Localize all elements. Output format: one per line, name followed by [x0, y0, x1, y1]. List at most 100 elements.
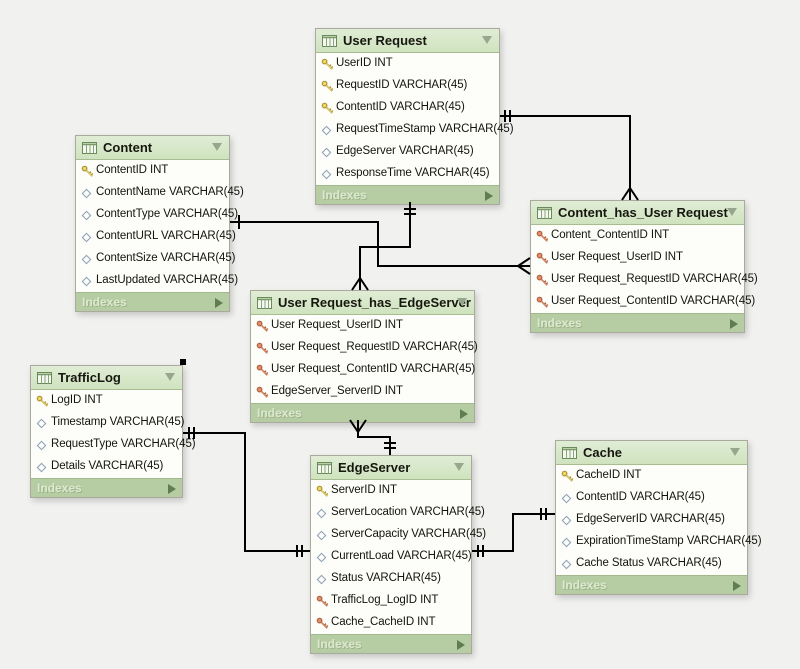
relationship-user-request-has-edgeserver-to-edgeserver[interactable] — [349, 419, 396, 455]
column-row[interactable]: User Request_ContentID VARCHAR(45) — [531, 291, 755, 313]
expand-arrow-icon[interactable] — [730, 318, 738, 329]
column-label: TrafficLog_LogID INT — [331, 594, 439, 607]
column-label: RequestTimeStamp VARCHAR(45) — [336, 123, 514, 136]
column-label: ContentName VARCHAR(45) — [96, 186, 244, 199]
column-row[interactable]: User Request_ContentID VARCHAR(45) — [251, 359, 475, 381]
column-row[interactable]: Timestamp VARCHAR(45) — [31, 412, 185, 434]
column-diamond-icon — [561, 537, 576, 548]
column-row[interactable]: ExpirationTimeStamp VARCHAR(45) — [556, 531, 762, 553]
column-label: ContentType VARCHAR(45) — [96, 208, 238, 221]
column-row[interactable]: ContentName VARCHAR(45) — [76, 182, 244, 204]
table-header[interactable]: EdgeServer — [311, 456, 471, 480]
table-title: EdgeServer — [338, 460, 411, 475]
collapse-triangle-icon[interactable] — [727, 208, 737, 216]
table-header[interactable]: TrafficLog — [31, 366, 182, 390]
collapse-triangle-icon[interactable] — [457, 298, 467, 306]
column-row[interactable]: ContentSize VARCHAR(45) — [76, 248, 235, 270]
column-label: User Request_RequestID VARCHAR(45) — [271, 341, 478, 354]
column-row[interactable]: Content_ContentID INT — [531, 225, 744, 247]
column-row[interactable]: TrafficLog_LogID INT — [311, 590, 471, 612]
column-row[interactable]: Cache Status VARCHAR(45) — [556, 553, 747, 575]
column-row[interactable]: EdgeServerID VARCHAR(45) — [556, 509, 747, 531]
table-header[interactable]: Content_has_User Request — [531, 201, 744, 225]
column-row[interactable]: RequestTimeStamp VARCHAR(45) — [316, 119, 514, 141]
collapse-triangle-icon[interactable] — [730, 448, 740, 456]
column-label: User Request_RequestID VARCHAR(45) — [551, 273, 758, 286]
primary-key-icon — [316, 485, 331, 498]
column-diamond-icon — [81, 210, 96, 221]
column-row[interactable]: UserID INT — [316, 53, 499, 75]
column-row[interactable]: ContentURL VARCHAR(45) — [76, 226, 236, 248]
expand-arrow-icon[interactable] — [457, 639, 465, 650]
column-row[interactable]: ContentID INT — [76, 160, 229, 182]
indexes-footer[interactable]: Indexes — [531, 313, 744, 332]
indexes-footer[interactable]: Indexes — [251, 403, 474, 422]
column-label: UserID INT — [336, 57, 393, 70]
table-header[interactable]: User Request_has_EdgeServer — [251, 291, 474, 315]
table-header[interactable]: User Request — [316, 29, 499, 53]
column-row[interactable]: User Request_RequestID VARCHAR(45) — [531, 269, 758, 291]
indexes-footer[interactable]: Indexes — [556, 575, 747, 594]
primary-key-icon — [321, 80, 336, 93]
indexes-footer[interactable]: Indexes — [31, 478, 182, 497]
collapse-triangle-icon[interactable] — [212, 143, 222, 151]
column-row[interactable]: Cache_CacheID INT — [311, 612, 471, 634]
expand-arrow-icon[interactable] — [485, 190, 493, 201]
expand-arrow-icon[interactable] — [460, 408, 468, 419]
column-row[interactable]: EdgeServer VARCHAR(45) — [316, 141, 499, 163]
column-row[interactable]: ServerCapacity VARCHAR(45) — [311, 524, 486, 546]
column-diamond-icon — [561, 515, 576, 526]
column-row[interactable]: Status VARCHAR(45) — [311, 568, 471, 590]
expand-arrow-icon[interactable] — [215, 297, 223, 308]
column-row[interactable]: Details VARCHAR(45) — [31, 456, 182, 478]
table-header[interactable]: Content — [76, 136, 229, 160]
expand-arrow-icon[interactable] — [733, 580, 741, 591]
column-label: CacheID INT — [576, 469, 642, 482]
relationship-user-request-to-content-has-user-request[interactable] — [500, 110, 639, 201]
column-row[interactable]: User Request_UserID INT — [531, 247, 744, 269]
table-grid-icon — [537, 206, 552, 219]
table-header[interactable]: Cache — [556, 441, 747, 465]
collapse-triangle-icon[interactable] — [482, 36, 492, 44]
column-row[interactable]: LastUpdated VARCHAR(45) — [76, 270, 238, 292]
column-row[interactable]: RequestID VARCHAR(45) — [316, 75, 499, 97]
column-label: Timestamp VARCHAR(45) — [51, 416, 185, 429]
column-label: EdgeServer VARCHAR(45) — [336, 145, 474, 158]
column-diamond-icon — [36, 418, 51, 429]
relationship-trafficlog-to-edgeserver[interactable] — [183, 427, 310, 557]
indexes-footer[interactable]: Indexes — [76, 292, 229, 311]
expand-arrow-icon[interactable] — [168, 483, 176, 494]
table-grid-icon — [82, 141, 97, 154]
relationship-user-request-to-user-request-has-edgeserver[interactable] — [351, 202, 416, 291]
column-row[interactable]: ContentID VARCHAR(45) — [556, 487, 747, 509]
collapse-triangle-icon[interactable] — [454, 463, 464, 471]
indexes-footer[interactable]: Indexes — [316, 185, 499, 204]
column-row[interactable]: LogID INT — [31, 390, 182, 412]
column-row[interactable]: ServerLocation VARCHAR(45) — [311, 502, 485, 524]
column-row[interactable]: User Request_RequestID VARCHAR(45) — [251, 337, 478, 359]
column-row[interactable]: User Request_UserID INT — [251, 315, 474, 337]
collapse-triangle-icon[interactable] — [165, 373, 175, 381]
column-row[interactable]: CacheID INT — [556, 465, 747, 487]
column-row[interactable]: ContentType VARCHAR(45) — [76, 204, 238, 226]
column-row[interactable]: CurrentLoad VARCHAR(45) — [311, 546, 472, 568]
foreign-key-icon — [536, 230, 551, 243]
column-row[interactable]: EdgeServer_ServerID INT — [251, 381, 474, 403]
table-title: User Request_has_EdgeServer — [278, 295, 471, 310]
relationship-content-to-content-has-user-request[interactable] — [230, 215, 531, 275]
column-row[interactable]: RequestType VARCHAR(45) — [31, 434, 196, 456]
column-row[interactable]: ContentID VARCHAR(45) — [316, 97, 499, 119]
indexes-footer[interactable]: Indexes — [311, 634, 471, 653]
column-row[interactable]: ResponseTime VARCHAR(45) — [316, 163, 499, 185]
table-title: TrafficLog — [58, 370, 121, 385]
primary-key-icon — [81, 165, 96, 178]
column-row[interactable]: ServerID INT — [311, 480, 471, 502]
